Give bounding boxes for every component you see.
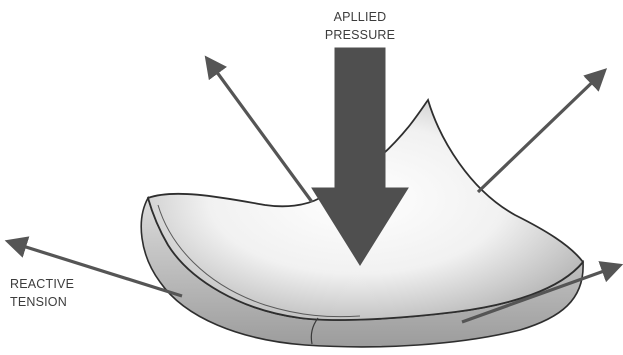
- reactive-tension-label-line2: TENSION: [10, 293, 90, 311]
- applied-pressure-label-line2: PRESSURE: [300, 26, 420, 44]
- tension-arrow-upper-left: [208, 60, 312, 202]
- applied-pressure-label: APLLIED PRESSURE: [300, 8, 420, 44]
- applied-pressure-label-line1: APLLIED: [300, 8, 420, 26]
- reactive-tension-label: REACTIVE TENSION: [10, 275, 90, 311]
- reactive-tension-label-line1: REACTIVE: [10, 275, 90, 293]
- tension-arrow-upper-right: [478, 72, 603, 192]
